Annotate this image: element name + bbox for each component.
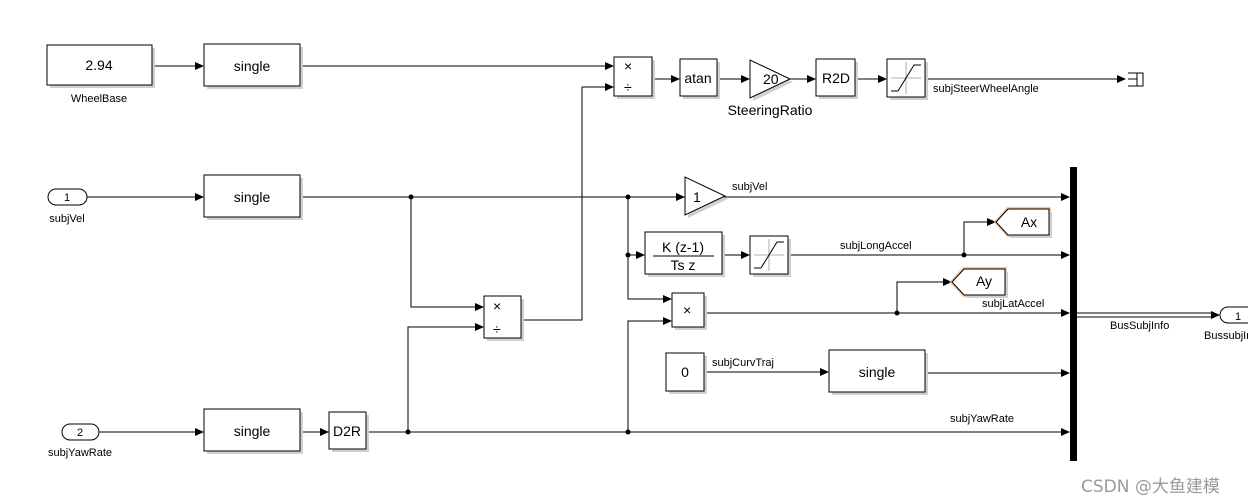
outport-label: BussubjInfo bbox=[1204, 330, 1248, 342]
inport-1-label: subjVel bbox=[49, 213, 84, 225]
wheelbase-constant-block[interactable]: 2.94 bbox=[46, 44, 155, 88]
single-conversion-block-3[interactable]: single bbox=[203, 408, 303, 454]
single-2-label: single bbox=[234, 189, 271, 205]
gain-1-value: 1 bbox=[693, 189, 701, 205]
constant-zero-block[interactable]: 0 bbox=[665, 352, 707, 394]
product-block-2[interactable]: × ÷ bbox=[483, 295, 524, 341]
atan-block[interactable]: atan bbox=[679, 58, 720, 99]
wheelbase-value: 2.94 bbox=[85, 57, 112, 73]
d2r-label: D2R bbox=[333, 423, 361, 439]
atan-label: atan bbox=[684, 70, 711, 86]
terminator-block[interactable] bbox=[1128, 72, 1144, 87]
discrete-derivative-block[interactable]: K (z-1) Ts z bbox=[644, 231, 725, 277]
single-conversion-block-1[interactable]: single bbox=[203, 43, 303, 89]
outport-block[interactable]: 1 bbox=[1219, 306, 1248, 324]
constant-zero-value: 0 bbox=[681, 364, 689, 380]
single-3-label: single bbox=[234, 423, 271, 439]
gain-20-value: 20 bbox=[763, 71, 779, 87]
gain-1-block[interactable]: 1 bbox=[684, 176, 728, 218]
product-2-divide: ÷ bbox=[493, 321, 501, 337]
derivative-numerator: K (z-1) bbox=[662, 239, 704, 255]
saturation-2-icon bbox=[754, 241, 784, 269]
r2d-block[interactable]: R2D bbox=[815, 58, 858, 99]
saturation-icon bbox=[891, 64, 921, 92]
goto-ay-label: Ay bbox=[976, 273, 992, 289]
bus-creator-block[interactable] bbox=[1070, 167, 1077, 461]
saturation-block-1[interactable] bbox=[886, 58, 928, 100]
signal-label-bus: BusSubjInfo bbox=[1110, 320, 1169, 332]
product-block-1[interactable]: × ÷ bbox=[613, 56, 655, 99]
product-1-divide: ÷ bbox=[624, 79, 632, 95]
watermark: CSDN @大鱼建模 bbox=[1081, 477, 1220, 497]
signal-label-lat-accel: subjLatAccel bbox=[982, 298, 1044, 310]
inport-1-number: 1 bbox=[64, 192, 70, 204]
signal-label-vel: subjVel bbox=[732, 181, 767, 193]
signal-lines bbox=[87, 62, 1220, 436]
r2d-label: R2D bbox=[822, 70, 850, 86]
single-conversion-block-2[interactable]: single bbox=[203, 174, 303, 220]
signal-label-yaw-rate: subjYawRate bbox=[950, 413, 1014, 425]
inport-1-block[interactable]: 1 bbox=[47, 188, 88, 206]
junction-dots bbox=[405, 194, 967, 435]
signal-label-long-accel: subjLongAccel bbox=[840, 240, 912, 252]
signal-label-curv-traj: subjCurvTraj bbox=[712, 357, 774, 369]
signal-label-steer-angle: subjSteerWheelAngle bbox=[933, 83, 1039, 95]
goto-ax-block[interactable]: Ax bbox=[993, 207, 1052, 238]
derivative-denominator: Ts z bbox=[671, 257, 696, 273]
inport-2-block[interactable]: 2 bbox=[61, 423, 100, 441]
single-conversion-block-4[interactable]: single bbox=[828, 349, 928, 395]
d2r-block[interactable]: D2R bbox=[328, 411, 369, 452]
goto-ax-label: Ax bbox=[1021, 214, 1037, 230]
steering-ratio-label: SteeringRatio bbox=[728, 102, 813, 118]
inport-2-label: subjYawRate bbox=[48, 447, 112, 459]
inport-2-number: 2 bbox=[77, 427, 83, 439]
single-4-label: single bbox=[859, 364, 896, 380]
goto-ay-block[interactable]: Ay bbox=[949, 267, 1008, 298]
single-1-label: single bbox=[234, 58, 271, 74]
wheelbase-label: WheelBase bbox=[71, 93, 127, 105]
product-1-times: × bbox=[624, 58, 632, 74]
saturation-block-2[interactable] bbox=[749, 235, 791, 277]
product-2-times: × bbox=[493, 298, 501, 314]
product-block-3[interactable]: × bbox=[671, 292, 707, 330]
outport-number: 1 bbox=[1235, 311, 1241, 323]
steering-ratio-gain-block[interactable]: 20 bbox=[749, 59, 793, 101]
product-3-times: × bbox=[683, 302, 691, 318]
